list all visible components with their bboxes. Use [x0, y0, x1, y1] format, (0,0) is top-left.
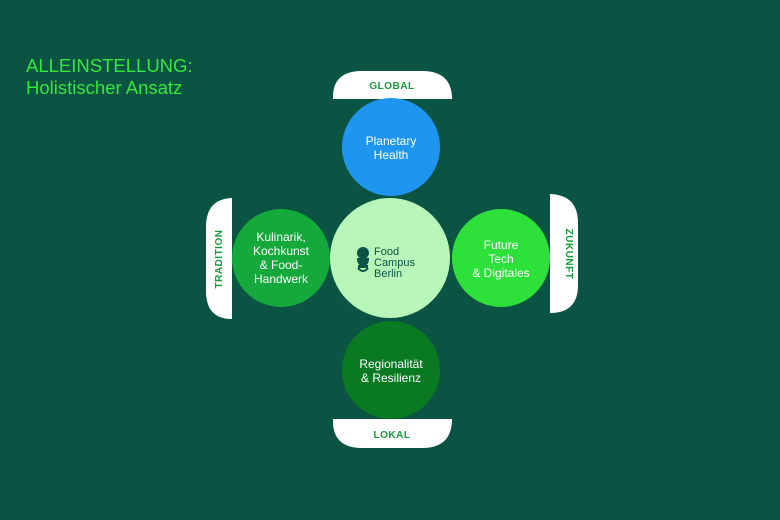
- circle-planetary-health: Planetary Health: [342, 98, 440, 196]
- circle-kulinarik-line-4: Handwerk: [254, 272, 309, 286]
- circle-future-tech-line-3: & Digitales: [472, 266, 529, 280]
- circle-planetary-health-shape: [342, 98, 440, 196]
- circle-future-tech-line-2: Tech: [488, 252, 513, 266]
- circle-kulinarik-shape: [232, 209, 330, 307]
- center-line-2: Campus: [374, 257, 415, 269]
- circle-planetary-health-line-2: Health: [374, 148, 409, 162]
- circle-kulinarik-line-1: Kulinarik,: [256, 230, 305, 244]
- center-line-3: Berlin: [374, 268, 402, 280]
- pill-tradition: TRADITION: [206, 198, 232, 319]
- center-line-1: Food: [374, 246, 399, 258]
- circle-kulinarik-line-2: Kochkunst: [253, 244, 310, 258]
- heading: ALLEINSTELLUNG: Holistischer Ansatz: [26, 55, 193, 99]
- circle-regionalitaet-shape: [342, 321, 440, 419]
- pill-global-label: GLOBAL: [369, 81, 414, 92]
- circle-regionalitaet-line-1: Regionalität: [359, 357, 423, 371]
- circle-regionalitaet: Regionalität & Resilienz: [342, 321, 440, 419]
- circle-future-tech-line-1: Future: [484, 238, 519, 252]
- circle-regionalitaet-line-2: & Resilienz: [361, 371, 421, 385]
- circle-future-tech: Future Tech & Digitales: [452, 209, 550, 307]
- circle-future-tech-shape: [452, 209, 550, 307]
- pill-global: GLOBAL: [332, 71, 452, 99]
- center-circle: Food Campus Berlin: [330, 198, 450, 318]
- food-campus-logo-icon: [357, 247, 369, 272]
- pill-zukunft-label: ZUKUNFT: [563, 229, 574, 280]
- circle-kulinarik: Kulinarik, Kochkunst & Food- Handwerk: [232, 209, 330, 307]
- circle-planetary-health-line-1: Planetary: [366, 134, 417, 148]
- pill-zukunft: ZUKUNFT: [550, 194, 578, 313]
- circle-kulinarik-line-3: & Food-: [260, 258, 303, 272]
- center-circle-shape: [330, 198, 450, 318]
- pill-lokal: LOKAL: [332, 419, 452, 448]
- heading-line-1: ALLEINSTELLUNG:: [26, 55, 193, 76]
- heading-line-2: Holistischer Ansatz: [26, 77, 183, 98]
- pill-lokal-label: LOKAL: [374, 430, 411, 441]
- pill-tradition-label: TRADITION: [214, 230, 225, 289]
